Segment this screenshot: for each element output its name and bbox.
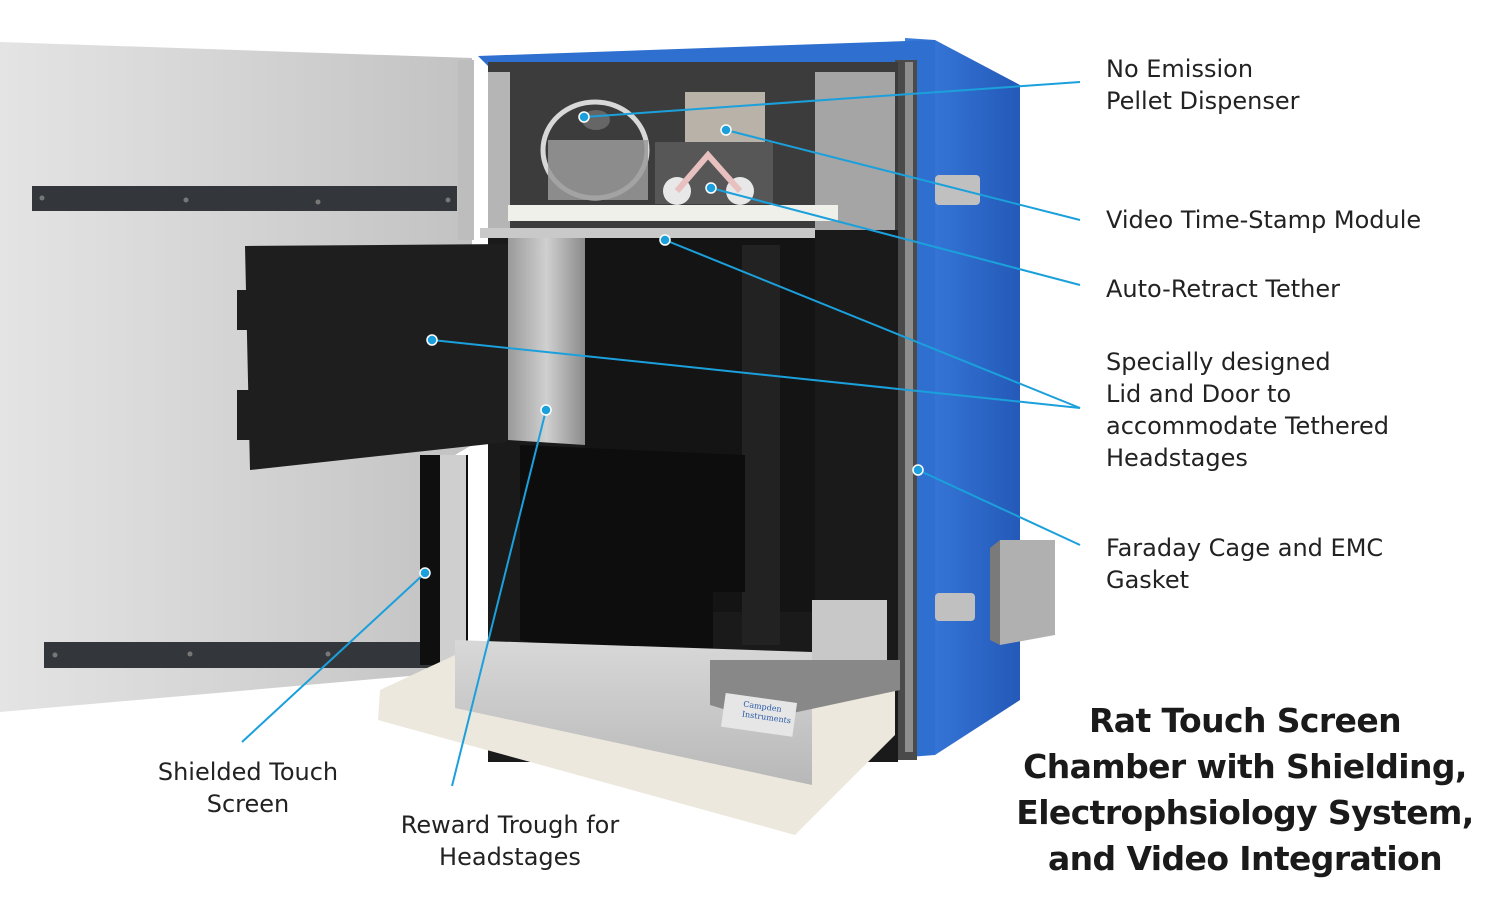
leader-door — [431, 339, 1081, 409]
leader-touch-screen — [241, 572, 426, 743]
door-strip-top — [32, 186, 457, 211]
label-line: Lid and Door to — [1106, 380, 1292, 408]
door-strip-bottom — [44, 642, 439, 668]
leader-pellet-dispenser — [583, 81, 1081, 118]
label-faraday-cage: Faraday Cage and EMC Gasket — [1106, 532, 1383, 596]
label-line: accommodate Tethered — [1106, 412, 1390, 440]
label-line: Pellet Dispenser — [1106, 87, 1300, 115]
cabinet-door — [0, 42, 474, 712]
cabinet-hardware — [935, 175, 1055, 645]
title-line: Chamber with Shielding, — [1023, 747, 1467, 786]
label-line: Headstages — [439, 843, 581, 871]
leader-lid — [664, 239, 1081, 409]
leader-lines — [241, 81, 1081, 787]
label-line: No Emission — [1106, 55, 1254, 83]
tray: Campden Instruments — [378, 640, 900, 835]
label-line: Screen — [206, 790, 290, 818]
leader-auto-retract — [710, 187, 1081, 286]
title-line: and Video Integration — [1047, 839, 1443, 878]
label-video-time-stamp-module: Video Time-Stamp Module — [1106, 204, 1421, 236]
label-shielded-touch-screen: Shielded Touch Screen — [148, 756, 348, 820]
title-line: Electrophsiology System, — [1016, 793, 1474, 832]
leader-faraday — [917, 469, 1081, 546]
label-line: Video Time-Stamp Module — [1106, 206, 1422, 234]
campden-badge — [720, 693, 798, 737]
label-line: Specially designed — [1106, 348, 1331, 376]
label-lid-and-door: Specially designed Lid and Door to accom… — [1106, 346, 1389, 474]
label-line: Faraday Cage and EMC — [1106, 534, 1384, 562]
label-line: Reward Trough for — [400, 811, 620, 839]
label-line: Headstages — [1106, 444, 1248, 472]
title-line: Rat Touch Screen — [1088, 701, 1402, 740]
label-no-emission-pellet-dispenser: No Emission Pellet Dispenser — [1106, 53, 1300, 117]
touch-screen-panel — [237, 244, 508, 685]
leader-reward-trough — [451, 409, 547, 787]
label-reward-trough: Reward Trough for Headstages — [390, 809, 630, 873]
label-auto-retract-tether: Auto-Retract Tether — [1106, 273, 1340, 305]
label-line: Gasket — [1106, 566, 1190, 594]
leader-dots — [419, 111, 924, 579]
leader-time-stamp — [725, 129, 1081, 221]
pellet-dispenser — [540, 99, 650, 201]
label-line: Auto-Retract Tether — [1106, 275, 1341, 303]
label-line: Shielded Touch — [157, 758, 339, 786]
diagram-title: Rat Touch Screen Chamber with Shielding,… — [1010, 698, 1480, 882]
